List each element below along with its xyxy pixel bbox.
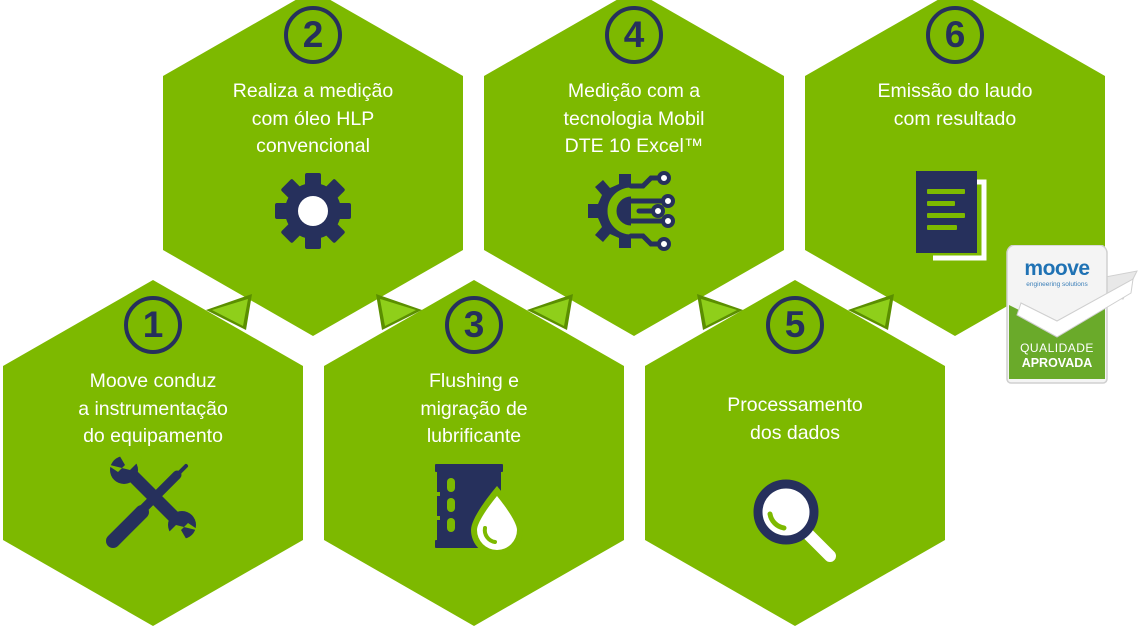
step-5-text: Processamento dos dados <box>675 392 915 447</box>
seal-line-2: APROVADA <box>1021 356 1093 370</box>
step-1-line-2: a instrumentação <box>78 397 228 420</box>
flow-arrow-2-3-icon <box>376 294 422 330</box>
oil-barrel-drop-icon <box>419 446 529 556</box>
step-1-hexagon: 1 Moove conduz a instrumentação do equip… <box>3 280 303 626</box>
step-1-line-3: do equipamento <box>83 425 223 447</box>
step-4-number-badge: 4 <box>605 6 663 64</box>
step-3-line-2: migração de <box>420 397 528 420</box>
step-2-hexagon: 2 Realiza a medição com óleo HLP convenc… <box>163 0 463 336</box>
step-2-number-badge: 2 <box>284 6 342 64</box>
step-5-line-1: Processamento <box>727 394 863 416</box>
step-6-number-badge: 6 <box>926 6 984 64</box>
step-3-line-3: lubrificante <box>426 425 522 447</box>
step-3-line-1: Flushing e <box>429 370 519 392</box>
gear-icon <box>258 156 368 266</box>
step-5-number-badge: 5 <box>766 296 824 354</box>
document-icon <box>900 156 1010 266</box>
seal-line-1: QUALIDADE <box>1020 341 1094 355</box>
seal-shield-icon <box>1006 245 1138 384</box>
step-6-line-2: com resultado <box>893 107 1017 130</box>
flow-arrow-4-5-icon <box>697 294 743 330</box>
step-3-number-badge: 3 <box>445 296 503 354</box>
step-1-line-1: Moove conduz <box>89 370 217 392</box>
step-4-line-2: tecnologia Mobil <box>563 107 705 130</box>
step-6-line-1: Emissão do laudo <box>877 80 1033 102</box>
hexagon-shape <box>3 280 303 626</box>
seal-tagline: engineering solutions <box>1026 281 1088 288</box>
step-4-line-1: Medição com a <box>567 80 701 102</box>
step-3-text: Flushing e migração de lubrificante <box>354 368 594 451</box>
step-4-hexagon: 4 Medição com a tecnologia Mobil DTE 10 … <box>484 0 784 336</box>
tools-icon <box>98 446 208 556</box>
flow-arrow-5-6-icon <box>848 294 894 330</box>
hexagon-shape <box>163 0 463 336</box>
step-2-line-3: convencional <box>256 135 370 157</box>
step-1-text: Moove conduz a instrumentação do equipam… <box>33 368 273 451</box>
step-2-text: Realiza a medição com óleo HLP convencio… <box>193 78 433 161</box>
seal-brand: moove <box>1024 257 1090 280</box>
magnifier-icon <box>740 466 850 576</box>
step-3-hexagon: 3 Flushing e migração de lubrificante <box>324 280 624 626</box>
flow-arrow-3-4-icon <box>527 294 573 330</box>
step-4-text: Medição com a tecnologia Mobil DTE 10 Ex… <box>514 78 754 161</box>
step-4-line-3: DTE 10 Excel™ <box>564 135 704 157</box>
quality-seal: moove engineering solutions QUALIDADE AP… <box>1003 245 1143 385</box>
step-2-line-2: com óleo HLP <box>251 107 375 130</box>
hexagon-shape <box>484 0 784 336</box>
hexagon-shape <box>324 280 624 626</box>
step-2-line-1: Realiza a medição <box>232 80 394 102</box>
step-5-line-2: dos dados <box>750 421 840 444</box>
flow-arrow-1-2-icon <box>206 294 252 330</box>
step-5-hexagon: 5 Processamento dos dados <box>645 280 945 626</box>
step-6-text: Emissão do laudo com resultado <box>835 78 1075 133</box>
step-1-number-badge: 1 <box>124 296 182 354</box>
hexagon-shape <box>645 280 945 626</box>
gear-circuit-icon <box>579 156 689 266</box>
